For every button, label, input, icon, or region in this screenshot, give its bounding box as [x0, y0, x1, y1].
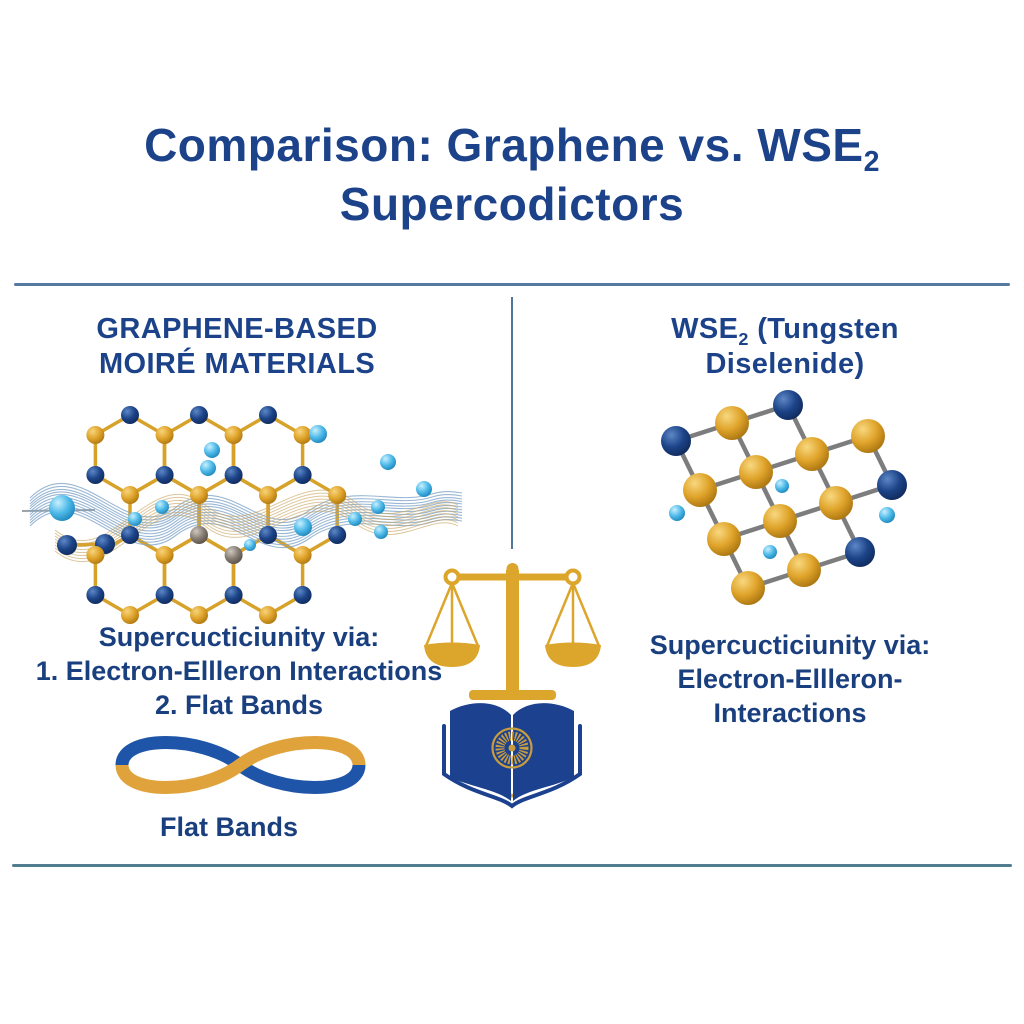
selenium-atoms [661, 390, 907, 567]
right-heading-main: WSE [671, 313, 739, 345]
title-line2: Supercodictors [339, 177, 685, 230]
title-line1: Comparison: Graphene vs. WSE2 [0, 116, 1024, 179]
infinity-ribbon-icon [115, 736, 366, 794]
left-mechanism-text: Supercucticiunity via: 1. Electron-Ellle… [8, 620, 470, 722]
open-book-icon [442, 703, 582, 809]
page-title: Comparison: Graphene vs. WSE2 Supercodic… [0, 116, 1024, 234]
right-heading-line2: Diselenide) [705, 348, 865, 381]
right-mechanism-line-2: Interactions [713, 698, 867, 729]
title-subscript: 2 [863, 146, 880, 179]
balance-scale-icon [424, 563, 601, 700]
right-heading-subscript: 2 [738, 328, 749, 349]
title-line1-text: Comparison: Graphene vs. WSE [144, 119, 864, 171]
wse2-lattice-illustration [661, 390, 907, 605]
electron-spheres [669, 479, 895, 559]
tungsten-atoms [683, 406, 885, 605]
graphene-lattice-illustration [21, 406, 463, 624]
left-mechanism-heading: Supercucticiunity via: [98, 622, 380, 652]
right-mechanism-text: Supercucticiunity via: Electron-Ellleron… [602, 628, 978, 730]
right-mechanism-line-1: Electron-Ellleron- [677, 664, 903, 695]
center-illustration [424, 563, 601, 809]
left-mechanism-item-1: 1. Electron-Ellleron Interactions [35, 656, 443, 687]
ribbon-caption: Flat Bands [159, 812, 299, 842]
center-vertical-divider [511, 297, 513, 549]
left-heading-line1: GRAPHENE-BASED [96, 313, 378, 345]
right-heading-line1: WSE2 (Tungsten [592, 312, 978, 349]
left-heading-line2: MOIRÉ MATERIALS [98, 348, 376, 381]
right-heading-rest: (Tungsten [748, 313, 899, 345]
right-mechanism-heading: Supercucticiunity via: [649, 630, 931, 660]
left-column-heading: GRAPHENE-BASED MOIRÉ MATERIALS [28, 312, 446, 383]
book-emblem [491, 727, 533, 769]
right-column-heading: WSE2 (Tungsten Diselenide) [592, 312, 978, 383]
lattice-atoms [57, 406, 347, 624]
electron-spheres [49, 425, 432, 551]
top-divider-line [14, 283, 1010, 286]
left-mechanism-item-2: 2. Flat Bands [154, 690, 324, 721]
bottom-divider-line [12, 864, 1012, 867]
gray-atom [190, 526, 208, 544]
gray-atom [224, 546, 243, 564]
